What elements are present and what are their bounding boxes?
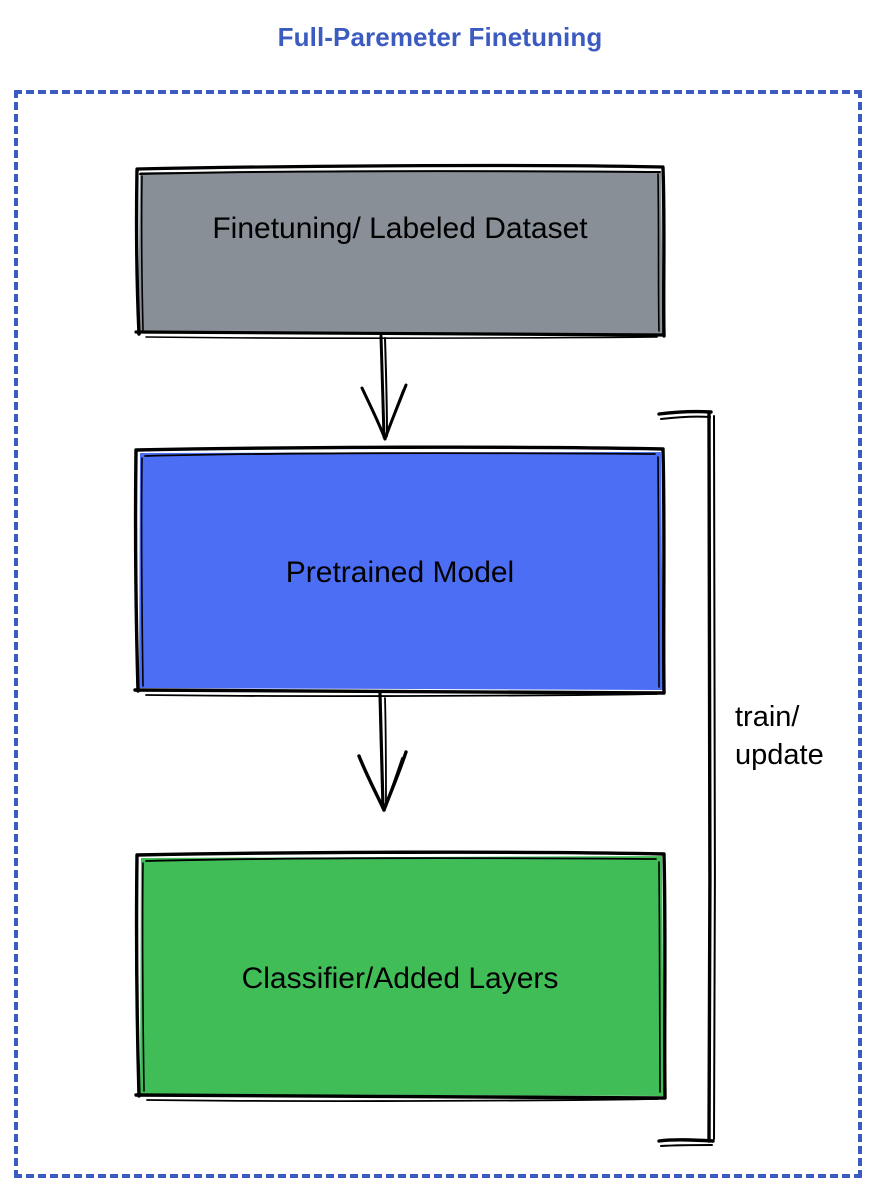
- node-pretrained-model-label: Pretrained Model: [285, 556, 515, 589]
- full-parameter-finetuning-group-frame: [14, 90, 862, 1178]
- edge-feedback-bracket-label: train/ update: [735, 701, 824, 771]
- node-classifier-label: Classifier/Added Layers: [241, 962, 559, 995]
- page-title: Full-Paremeter Finetuning: [277, 22, 603, 52]
- node-dataset-label: Finetuning/ Labeled Dataset: [212, 212, 588, 245]
